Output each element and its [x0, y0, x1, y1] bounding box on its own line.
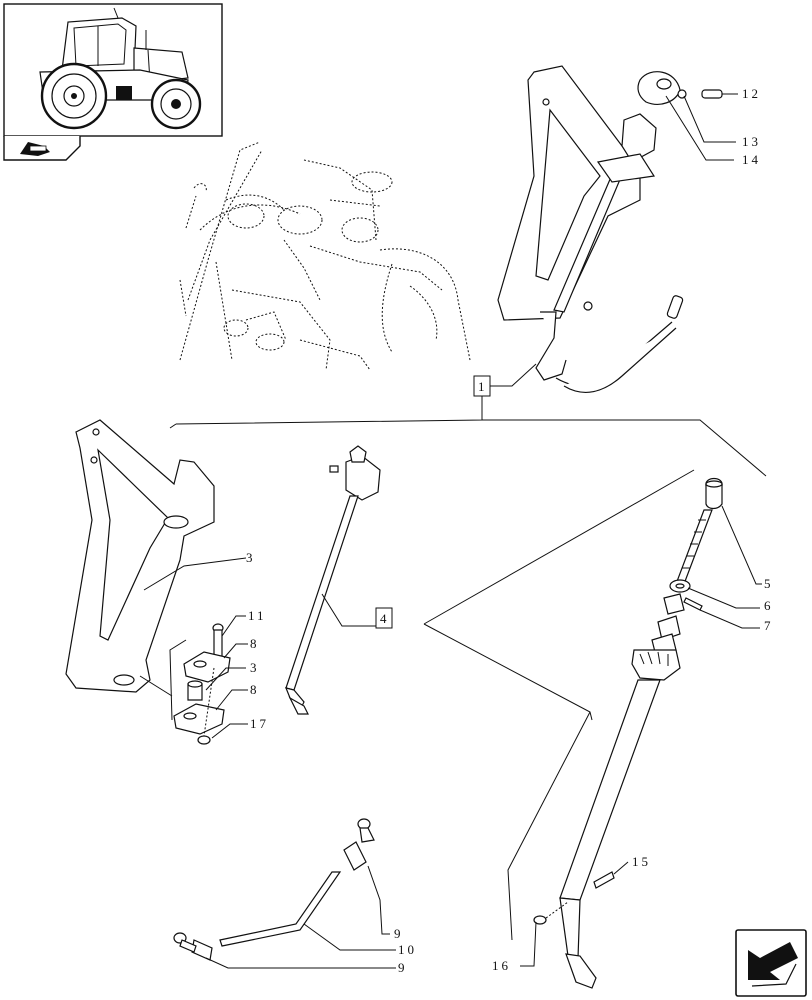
reference-box-1 — [169, 363, 767, 477]
callout-9-top: 9 — [394, 926, 404, 941]
callout-11: 11 — [248, 608, 267, 623]
callout-3-spacer: 3 — [250, 660, 260, 675]
callout-15: 15 — [632, 854, 651, 869]
callout-3-bracket: 3 — [246, 550, 256, 565]
support-bracket — [65, 419, 247, 693]
callout-8-top: 8 — [250, 636, 260, 651]
callout-14: 14 — [742, 152, 761, 167]
reference-box-4 — [375, 469, 695, 941]
callout-7: 7 — [764, 618, 774, 633]
callout-6: 6 — [764, 598, 774, 613]
steering-column-assembly-overview — [497, 65, 738, 393]
tractor-context-dotted-sketch — [179, 141, 471, 371]
callout-17: 17 — [250, 716, 269, 731]
callout-5: 5 — [764, 576, 774, 591]
steering-column-exploded — [520, 477, 762, 989]
steering-shaft — [285, 445, 381, 715]
parts-group-icon — [3, 136, 81, 161]
callout-1: 1 — [478, 379, 485, 394]
callout-4: 4 — [380, 611, 387, 626]
callout-8-bottom: 8 — [250, 682, 260, 697]
mounting-hardware-stack — [139, 615, 248, 745]
tractor-thumbnail-icon — [3, 3, 223, 137]
next-page-arrow-icon[interactable] — [735, 929, 807, 997]
callout-16: 16 — [492, 958, 511, 973]
linkage-rod — [173, 818, 396, 969]
callout-10: 10 — [398, 942, 417, 957]
callout-9-bottom: 9 — [398, 960, 408, 975]
callout-13: 13 — [742, 134, 761, 149]
callout-12: 12 — [742, 86, 761, 101]
